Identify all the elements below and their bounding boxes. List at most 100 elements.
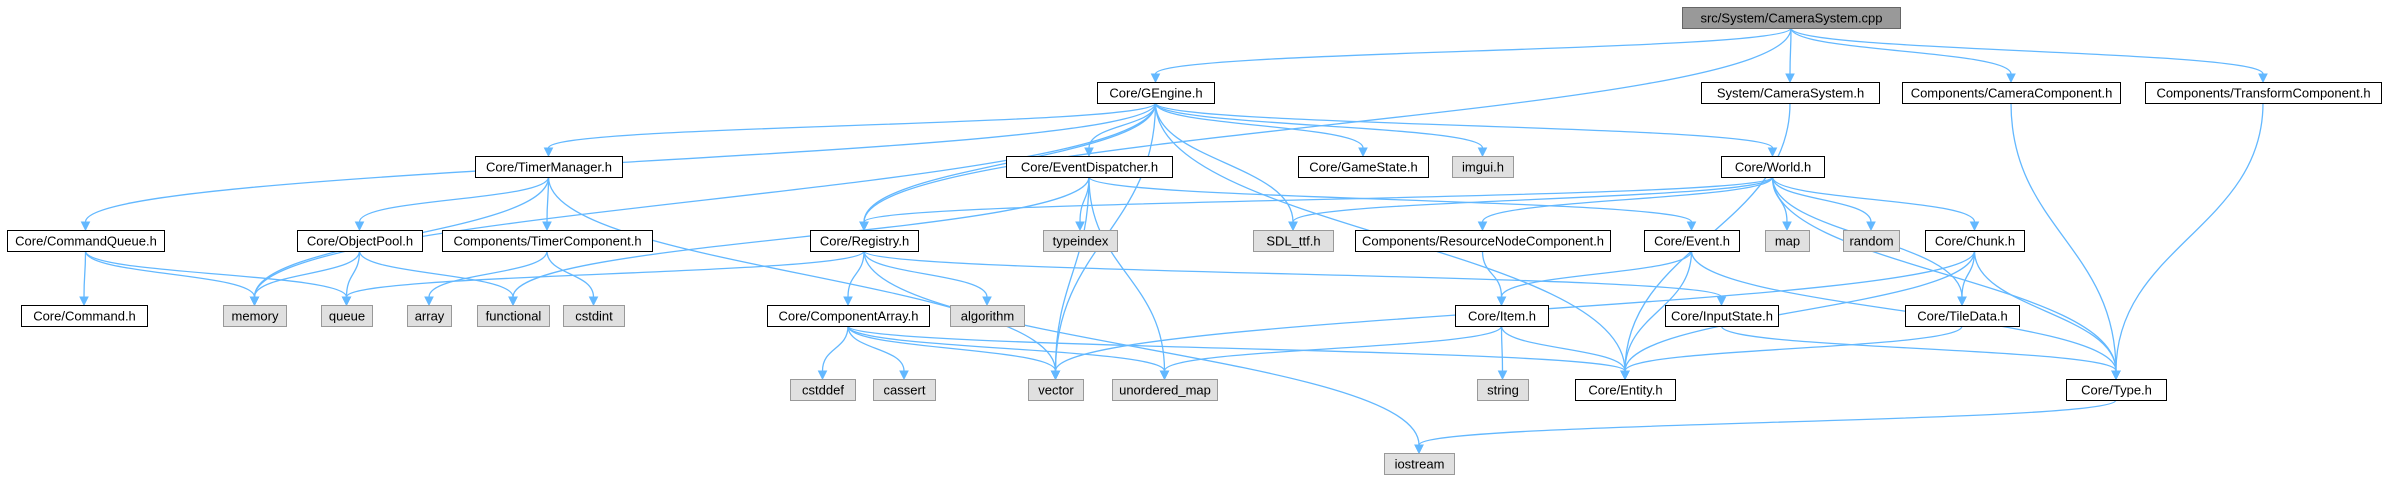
edge-timermgr-to-objpool (354, 176, 550, 232)
edge-gengine-to-world (1154, 102, 1778, 158)
edge-arrowhead (2258, 73, 2268, 84)
edge-line (253, 102, 1157, 298)
node-timercomp[interactable]: Components/TimerComponent.h (442, 230, 653, 252)
edge-arrowhead (1767, 147, 1778, 158)
node-box (297, 230, 423, 252)
node-timermgr[interactable]: Core/TimerManager.h (475, 156, 623, 178)
edge-arrowhead (1957, 296, 1967, 307)
edge-arrowhead (1686, 221, 1697, 232)
edge-gengine-to-memory (249, 102, 1157, 307)
edge-line (1481, 250, 1503, 298)
edge-gengine-to-timermgr (543, 102, 1157, 158)
node-cstddef: cstddef (790, 379, 856, 401)
edge-line (1771, 176, 1872, 223)
edge-line (83, 250, 87, 298)
edge-line (1154, 27, 1792, 75)
node-label: Core/InputState.h (1671, 309, 1773, 324)
node-box (477, 305, 550, 327)
edge-arrowhead (843, 296, 853, 307)
node-tiledata[interactable]: Core/TileData.h (1905, 305, 2020, 327)
edge-evdisp-to-typeindex (1075, 176, 1090, 232)
node-box (1701, 82, 1880, 104)
edge-root-to-gengine (1150, 27, 1792, 84)
node-gengine[interactable]: Core/GEngine.h (1097, 82, 1215, 104)
node-evdisp[interactable]: Core/EventDispatcher.h (1006, 156, 1173, 178)
edge-arrowhead (1150, 73, 1161, 84)
node-algorithm: algorithm (950, 305, 1025, 327)
node-label: Components/TimerComponent.h (453, 234, 641, 249)
node-label: Core/Chunk.h (1935, 234, 2015, 249)
node-cmdqueue[interactable]: Core/CommandQueue.h (7, 230, 165, 252)
node-gamestate[interactable]: Core/GameState.h (1298, 156, 1429, 178)
edge-arrowhead (543, 147, 554, 158)
node-entity[interactable]: Core/Entity.h (1575, 379, 1676, 401)
node-root[interactable]: src/System/CameraSystem.cpp (1682, 7, 1901, 29)
node-objpool[interactable]: Core/ObjectPool.h (297, 230, 423, 252)
node-label: Components/TransformComponent.h (2156, 86, 2370, 101)
node-box (1905, 305, 2020, 327)
node-resnode[interactable]: Components/ResourceNodeComponent.h (1355, 230, 1611, 252)
node-box (442, 230, 653, 252)
edge-gengine-to-imgui (1154, 102, 1488, 158)
node-memory: memory (223, 305, 287, 327)
node-label: Core/ComponentArray.h (779, 309, 919, 324)
edge-line (863, 250, 1420, 446)
edge-arrowhead (982, 296, 992, 307)
node-camcomp[interactable]: Components/CameraComponent.h (1902, 82, 2121, 104)
node-camsys_h[interactable]: System/CameraSystem.h (1701, 82, 1880, 104)
edge-line (863, 250, 1723, 298)
node-world[interactable]: Core/World.h (1721, 156, 1825, 178)
edge-tiledata-to-entity (1620, 325, 1963, 381)
node-label: vector (1038, 383, 1074, 398)
edge-gengine-to-evdisp (1084, 102, 1157, 158)
edge-root-to-transcomp (1790, 27, 2268, 84)
edge-registry-to-queue (341, 250, 865, 307)
edge-line (1790, 27, 2012, 75)
edge-line (345, 250, 865, 298)
node-box (1298, 156, 1429, 178)
node-box (1097, 82, 1215, 104)
node-label: cassert (884, 383, 926, 398)
edge-line (1088, 176, 1693, 223)
edge-line (1500, 325, 1504, 372)
node-box (1665, 305, 1779, 327)
edge-line (1418, 399, 2117, 446)
node-label: Core/Type.h (2081, 383, 2152, 398)
node-label: Core/GEngine.h (1109, 86, 1202, 101)
edge-line (358, 250, 514, 298)
edge-arrowhead (424, 296, 434, 307)
edge-inputstate-to-type (1720, 325, 2121, 381)
edge-chunk-to-tiledata (1957, 250, 1976, 307)
node-chunk[interactable]: Core/Chunk.h (1925, 230, 2025, 252)
edge-camcomp-to-type (2010, 102, 2121, 381)
node-item[interactable]: Core/Item.h (1455, 305, 1549, 327)
node-box (321, 305, 373, 327)
node-comparray[interactable]: Core/ComponentArray.h (767, 305, 930, 327)
node-layer: src/System/CameraSystem.cppCore/GEngine.… (7, 7, 2382, 475)
node-inputstate[interactable]: Core/InputState.h (1665, 305, 1779, 327)
edge-arrowhead (1358, 147, 1368, 158)
edge-line (847, 325, 1166, 372)
node-imgui: imgui.h (1452, 156, 1514, 178)
node-label: map (1775, 234, 1800, 249)
node-label: cstddef (802, 383, 844, 398)
edge-world-to-sdlttf (1288, 176, 1774, 232)
node-string: string (1477, 379, 1529, 401)
edge-line (358, 176, 550, 223)
node-event[interactable]: Core/Event.h (1644, 230, 1740, 252)
node-box (1575, 379, 1676, 401)
edge-item-to-string (1497, 325, 1508, 381)
node-box (1682, 7, 1901, 29)
node-box (2066, 379, 2167, 401)
node-typeindex: typeindex (1043, 230, 1118, 252)
node-registry[interactable]: Core/Registry.h (810, 230, 919, 252)
node-box (1452, 156, 1514, 178)
node-map: map (1765, 230, 1810, 252)
node-type[interactable]: Core/Type.h (2066, 379, 2167, 401)
node-transcomp[interactable]: Components/TransformComponent.h (2145, 82, 2382, 104)
node-box (1644, 230, 1740, 252)
node-command[interactable]: Core/Command.h (21, 305, 148, 327)
node-label: random (1849, 234, 1893, 249)
edge-item-to-unordered_map (1159, 325, 1503, 381)
edge-line (512, 176, 1090, 298)
